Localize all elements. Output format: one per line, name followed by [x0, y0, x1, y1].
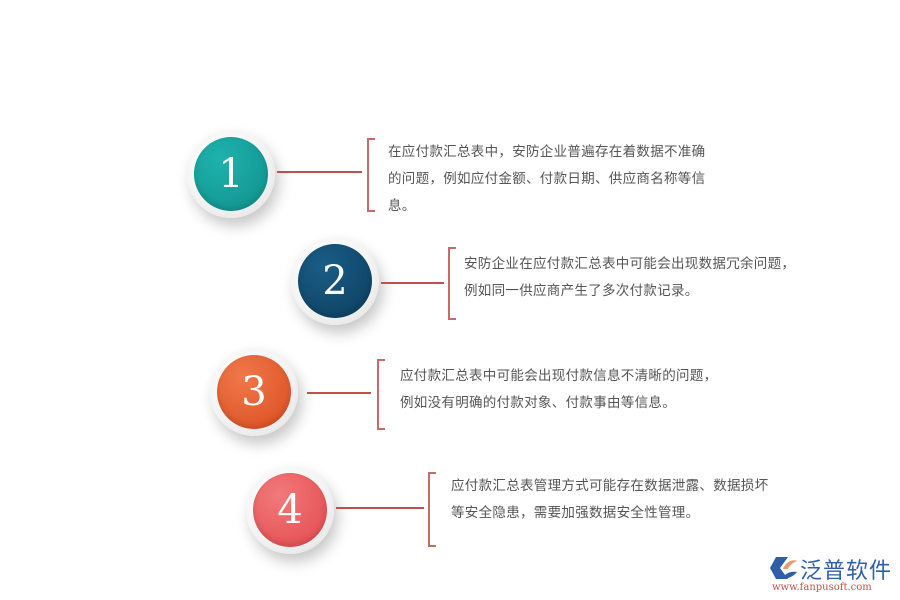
logo-mark-icon — [770, 557, 797, 579]
connector-line — [307, 392, 371, 394]
description-line: 等安全隐患，需要加强数据安全性管理。 — [451, 505, 700, 521]
number-label: 4 — [277, 487, 303, 533]
description: 应付款汇总表管理方式可能存在数据泄露、数据损坏 等安全隐患，需要加强数据安全性管… — [451, 473, 811, 527]
bracket — [428, 472, 436, 547]
number-badge: 4 — [253, 473, 327, 547]
description-line: 安防企业在应付款汇总表中可能会出现数据冗余问题， — [464, 256, 796, 272]
description-line: 在应付款汇总表中，安防企业普遍存在着数据不准确 — [388, 144, 706, 160]
description-line: 例如同一供应商产生了多次付款记录。 — [464, 283, 699, 299]
bracket — [377, 359, 385, 430]
description-line: 息。 — [388, 198, 416, 214]
number-label: 1 — [218, 151, 244, 197]
logo-url: www.fanpusoft.com — [772, 582, 872, 593]
description: 安防企业在应付款汇总表中可能会出现数据冗余问题， 例如同一供应商产生了多次付款记… — [464, 251, 824, 305]
bracket — [367, 138, 375, 212]
bracket — [448, 247, 456, 320]
connector-line — [277, 171, 362, 173]
description: 在应付款汇总表中，安防企业普遍存在着数据不准确 的问题，例如应付金额、付款日期、… — [388, 139, 748, 220]
number-badge: 1 — [194, 137, 268, 211]
number-badge: 2 — [298, 244, 372, 318]
description-line: 例如没有明确的付款对象、付款事由等信息。 — [400, 395, 676, 411]
description-line: 应付款汇总表中可能会出现付款信息不清晰的问题， — [400, 368, 718, 384]
connector-line — [336, 507, 424, 509]
number-label: 2 — [322, 258, 348, 304]
connector-line — [381, 282, 444, 284]
number-label: 3 — [241, 369, 267, 415]
number-badge: 3 — [217, 355, 291, 429]
logo-name: 泛普软件 — [800, 559, 893, 584]
description-line: 应付款汇总表管理方式可能存在数据泄露、数据损坏 — [451, 478, 769, 494]
description-line: 的问题，例如应付金额、付款日期、供应商名称等信 — [388, 171, 706, 187]
brand-logo: 泛普软件 www.fanpusoft.com — [768, 553, 894, 597]
description: 应付款汇总表中可能会出现付款信息不清晰的问题， 例如没有明确的付款对象、付款事由… — [400, 363, 760, 417]
